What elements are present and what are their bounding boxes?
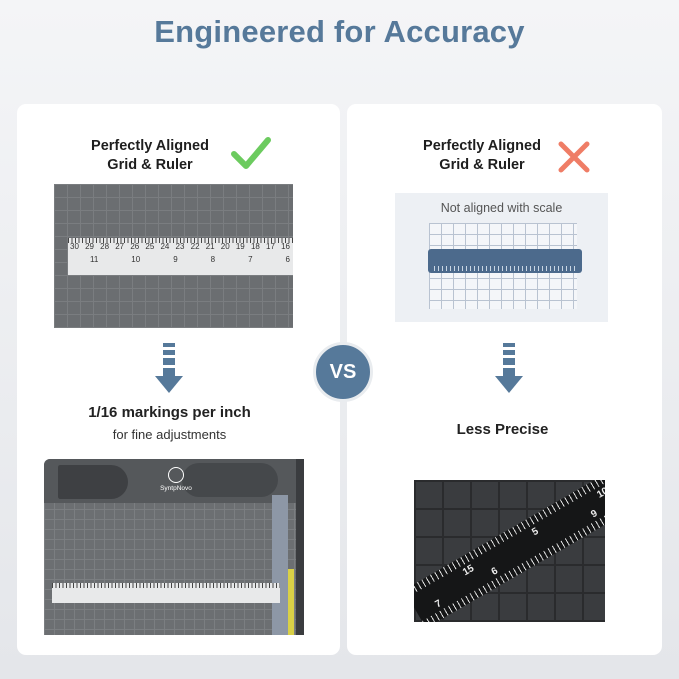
ruler-number: 24 bbox=[160, 242, 170, 251]
left-caption-bold: 1/16 markings per inch bbox=[88, 404, 251, 421]
ruler-number: 28 bbox=[100, 242, 110, 251]
ruler-number: 10 bbox=[131, 255, 141, 264]
ruler-bottom-numbers: 11 10 9 8 7 6 bbox=[90, 255, 290, 264]
trimmer-cutout bbox=[58, 465, 128, 499]
ruler-number: 7 bbox=[248, 255, 253, 264]
ruler-number: 27 bbox=[115, 242, 125, 251]
left-caption-sub: for fine adjustments bbox=[112, 427, 227, 442]
ruler-number: 29 bbox=[85, 242, 94, 251]
ruler-top-numbers: 30 29 28 27 26 25 24 23 22 21 20 19 18 1… bbox=[70, 242, 290, 251]
black-ruler-ticks-bottom bbox=[422, 496, 605, 622]
right-heading: Perfectly Aligned Grid & Ruler bbox=[415, 137, 549, 175]
ruler-number: 25 bbox=[145, 242, 155, 251]
ruler-number: 17 bbox=[266, 242, 275, 251]
ruler-number: 8 bbox=[210, 255, 216, 264]
trimmer-logo: SyntpNovo bbox=[136, 467, 216, 492]
trimmer-yellow-strip bbox=[288, 569, 294, 635]
ruler-number: 22 bbox=[190, 242, 200, 251]
black-ruler-number: 5 bbox=[530, 525, 541, 539]
paper-trimmer-photo: SyntpNovo bbox=[44, 459, 304, 635]
imprecise-black-ruler: 7 6 15 5 9 10 bbox=[414, 480, 605, 622]
vs-badge: VS bbox=[313, 342, 373, 402]
ruler-number: 21 bbox=[205, 242, 215, 251]
right-heading-line2: Grid & Ruler bbox=[439, 157, 525, 173]
left-caption: 1/16 markings per inch for fine adjustme… bbox=[17, 404, 322, 442]
right-panel: Perfectly Aligned Grid & Ruler Not align… bbox=[347, 104, 662, 655]
right-caption: Less Precise bbox=[456, 421, 549, 438]
page-title: Engineered for Accuracy bbox=[154, 14, 525, 49]
left-heading-line1: Perfectly Aligned bbox=[91, 138, 209, 154]
trimmer-ruler bbox=[52, 583, 280, 603]
brand-logo-icon bbox=[168, 467, 184, 483]
ruler-number: 9 bbox=[173, 255, 178, 264]
right-heading-line1: Perfectly Aligned bbox=[423, 138, 541, 154]
aligned-ruler: 30 29 28 27 26 25 24 23 22 21 20 19 18 1… bbox=[68, 238, 293, 275]
misaligned-scale-illustration: Not aligned with scale bbox=[395, 193, 608, 322]
ruler-number: 26 bbox=[130, 242, 140, 251]
left-heading-line2: Grid & Ruler bbox=[107, 157, 193, 173]
ruler-number: 6 bbox=[285, 255, 290, 264]
aligned-grid-photo: 30 29 28 27 26 25 24 23 22 21 20 19 18 1… bbox=[54, 184, 293, 328]
brand-name: SyntpNovo bbox=[160, 485, 192, 492]
imprecise-ruler-photo: 7 6 15 5 9 10 bbox=[414, 480, 605, 622]
ruler-number: 16 bbox=[281, 242, 290, 251]
cross-icon bbox=[558, 141, 590, 173]
ruler-number: 19 bbox=[235, 242, 245, 251]
scale-note: Not aligned with scale bbox=[440, 201, 563, 215]
ruler-number: 30 bbox=[70, 242, 79, 251]
misaligned-blue-ruler bbox=[428, 249, 582, 273]
ruler-number: 11 bbox=[90, 255, 99, 264]
down-arrow-icon bbox=[495, 343, 523, 393]
left-heading: Perfectly Aligned Grid & Ruler bbox=[83, 137, 217, 175]
left-panel: Perfectly Aligned Grid & Ruler 30 29 28 … bbox=[17, 104, 340, 655]
trimmer-blade-arm bbox=[272, 495, 288, 635]
trimmer-grip bbox=[182, 463, 278, 497]
black-ruler-number: 15 bbox=[460, 563, 477, 579]
ruler-number: 20 bbox=[220, 242, 230, 251]
ruler-number: 23 bbox=[175, 242, 185, 251]
blue-ruler-ticks bbox=[434, 266, 576, 271]
down-arrow-icon bbox=[155, 343, 183, 393]
ruler-number: 18 bbox=[250, 242, 260, 251]
trimmer-rail bbox=[296, 459, 304, 635]
check-icon bbox=[231, 137, 271, 169]
